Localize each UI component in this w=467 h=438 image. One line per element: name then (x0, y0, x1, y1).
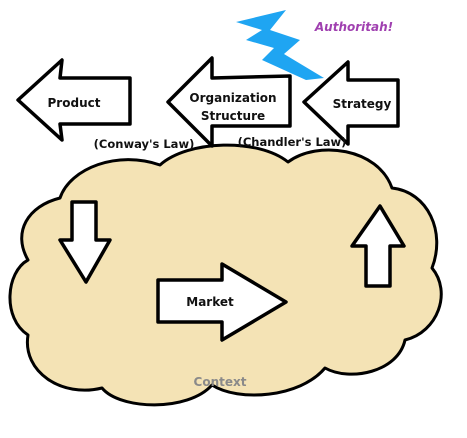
chandlers-law-label: (Chandler's Law) (238, 135, 347, 149)
organization-label-line1: Organization (189, 91, 276, 105)
product-arrow (16, 58, 132, 142)
lightning-bolt-icon (236, 10, 324, 80)
market-arrow (156, 262, 288, 342)
up-arrow (350, 204, 406, 288)
market-label: Market (186, 295, 234, 309)
authoritah-annotation: Authoritah! (314, 20, 393, 34)
strategy-label: Strategy (333, 97, 392, 111)
down-arrow (58, 200, 112, 284)
strategy-arrow (302, 60, 400, 146)
context-label: Context (194, 375, 247, 389)
organization-structure-arrow (166, 56, 292, 148)
organization-label-line2: Structure (201, 109, 265, 123)
product-label: Product (48, 96, 101, 110)
conways-law-label: (Conway's Law) (94, 137, 195, 151)
